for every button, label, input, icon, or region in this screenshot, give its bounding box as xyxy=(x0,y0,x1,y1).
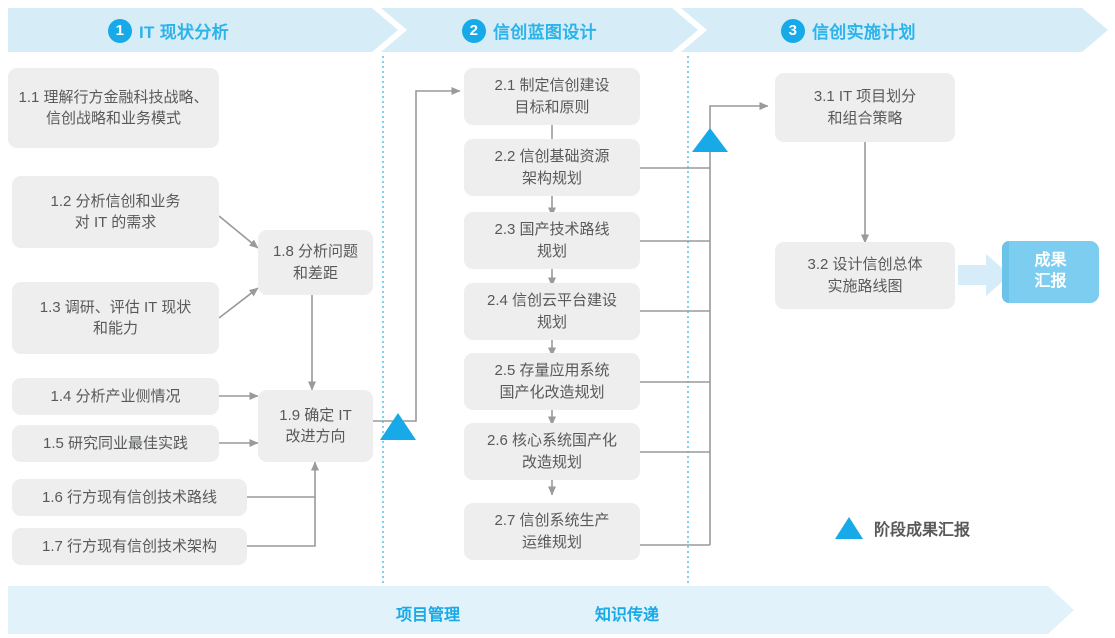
bottom-label-project-management: 项目管理 xyxy=(396,607,461,624)
phase-number-1: 1 xyxy=(108,18,132,43)
phase-title-2: 信创蓝图设计 xyxy=(493,23,597,42)
bottom-banner xyxy=(8,586,1074,634)
phase-header-2: 2 信创蓝图设计 xyxy=(462,18,597,43)
milestone-triangle-phase2 xyxy=(692,128,728,152)
phase-title-1: IT 现状分析 xyxy=(139,23,229,42)
phase-title-3: 信创实施计划 xyxy=(812,23,916,42)
connector-1-7-to-1-9 xyxy=(247,497,316,547)
step-box-2-1[interactable]: 2.1 制定信创建设 目标和原则 xyxy=(464,68,640,125)
step-box-1-1[interactable]: 1.1 理解行方金融科技战略、 信创战略和业务模式 xyxy=(8,68,219,148)
milestone-triangle-icon xyxy=(835,517,863,539)
step-box-2-2[interactable]: 2.2 信创基础资源 架构规划 xyxy=(464,139,640,196)
connector-1-6-to-1-9 xyxy=(247,461,319,498)
step-box-3-1[interactable]: 3.1 IT 项目划分 和组合策略 xyxy=(775,73,955,142)
result-report-box[interactable]: 成果 汇报 xyxy=(1002,241,1099,303)
step-box-2-3[interactable]: 2.3 国产技术路线 规划 xyxy=(464,212,640,269)
phase-number-2: 2 xyxy=(462,18,486,43)
step-box-2-6[interactable]: 2.6 核心系统国产化 改造规划 xyxy=(464,423,640,480)
step-box-1-6[interactable]: 1.6 行方现有信创技术路线 xyxy=(12,479,247,516)
step-box-2-5[interactable]: 2.5 存量应用系统 国产化改造规划 xyxy=(464,353,640,410)
phase-number-3: 3 xyxy=(781,18,805,43)
legend-label: 阶段成果汇报 xyxy=(874,522,971,539)
step-box-1-5[interactable]: 1.5 研究同业最佳实践 xyxy=(12,425,219,462)
step-box-1-8[interactable]: 1.8 分析问题 和差距 xyxy=(258,230,373,295)
step-box-3-2[interactable]: 3.2 设计信创总体 实施路线图 xyxy=(775,242,955,309)
legend-milestone: 阶段成果汇报 xyxy=(835,516,970,540)
phase-header-1: 1 IT 现状分析 xyxy=(108,18,229,43)
connector-1-9-to-2-1 xyxy=(373,87,461,422)
bottom-label-knowledge-transfer: 知识传递 xyxy=(595,607,660,624)
connector-bus-to-3-1 xyxy=(709,102,769,545)
step-box-1-9[interactable]: 1.9 确定 IT 改进方向 xyxy=(258,390,373,462)
connector-1-2-to-1-8 xyxy=(218,215,259,249)
step-box-1-2[interactable]: 1.2 分析信创和业务 对 IT 的需求 xyxy=(12,176,219,248)
connector-1-3-to-1-8 xyxy=(218,287,259,319)
step-box-1-3[interactable]: 1.3 调研、评估 IT 现状 和能力 xyxy=(12,282,219,354)
step-box-1-4[interactable]: 1.4 分析产业侧情况 xyxy=(12,378,219,415)
phase-header-3: 3 信创实施计划 xyxy=(781,18,916,43)
milestone-triangle-phase1 xyxy=(380,413,416,440)
step-box-2-4[interactable]: 2.4 信创云平台建设 规划 xyxy=(464,283,640,340)
step-box-2-7[interactable]: 2.7 信创系统生产 运维规划 xyxy=(464,503,640,560)
step-box-1-7[interactable]: 1.7 行方现有信创技术架构 xyxy=(12,528,247,565)
